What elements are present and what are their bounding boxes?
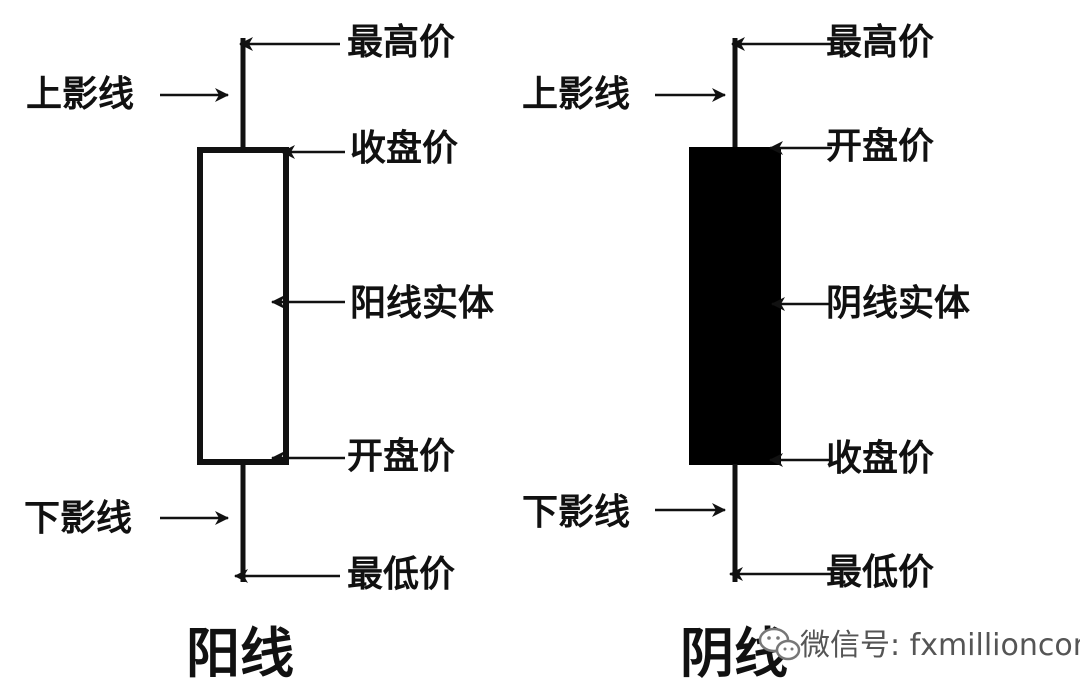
yin-open-label: 开盘价	[826, 125, 934, 167]
yin-high-label: 最高价	[826, 21, 934, 63]
yang-body	[197, 147, 289, 465]
watermark: 微信号: fxmillioncom	[758, 627, 1080, 663]
yang-open-label: 开盘价	[347, 435, 455, 477]
watermark-text: 微信号: fxmillioncom	[800, 628, 1080, 663]
yang-upper-shadow-label: 上影线	[26, 73, 134, 115]
yin-upper-shadow-label: 上影线	[522, 73, 630, 115]
yang-body-label: 阳线实体	[350, 282, 494, 324]
yang-caption: 阳线	[186, 621, 294, 685]
yin-candle: 最高价 上影线 开盘价 阴线实体 收盘价 下影线 最低价 阴线	[522, 21, 970, 685]
yang-close-label: 收盘价	[350, 127, 458, 169]
yang-lower-shadow-label: 下影线	[24, 497, 132, 539]
wechat-icon	[758, 627, 801, 661]
yang-candle: 最高价 上影线 收盘价 阳线实体 开盘价 下影线 最低价 阳线	[24, 21, 494, 685]
yin-body	[689, 147, 781, 465]
yin-body-label: 阴线实体	[826, 282, 970, 324]
yang-high-label: 最高价	[347, 21, 455, 63]
yang-low-label: 最低价	[347, 553, 455, 595]
yin-close-label: 收盘价	[826, 437, 934, 479]
yin-low-label: 最低价	[826, 551, 934, 593]
yin-lower-shadow-label: 下影线	[522, 491, 630, 533]
